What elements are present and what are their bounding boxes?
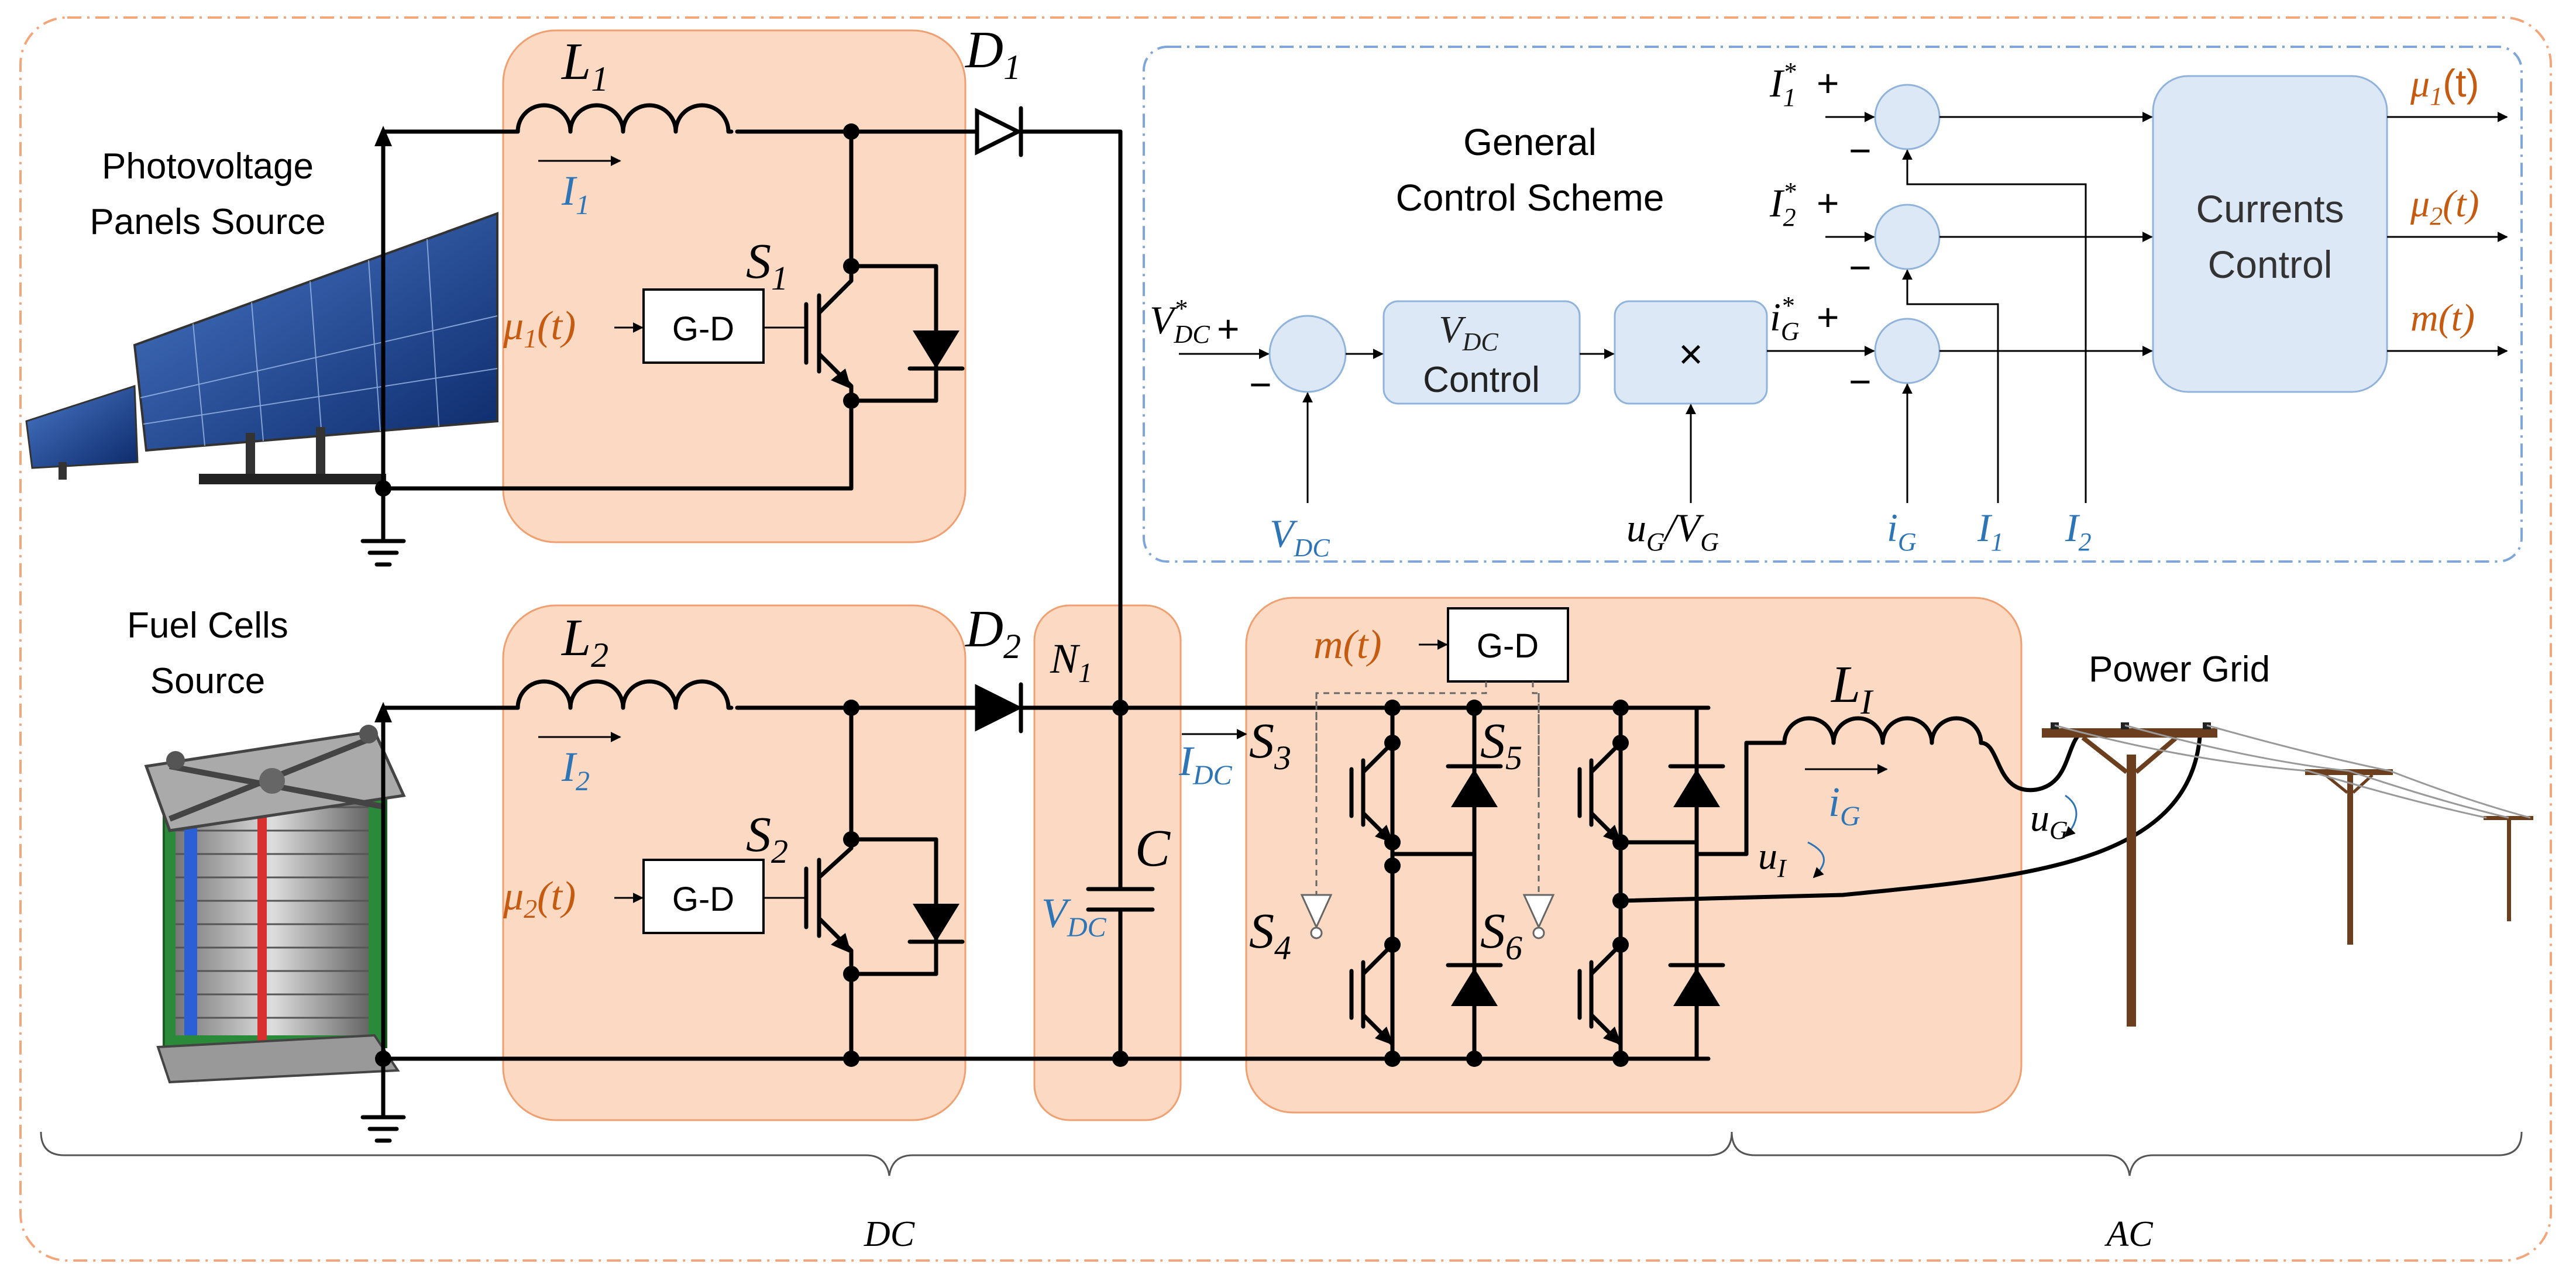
fb-VDC: VDC bbox=[1270, 511, 1330, 562]
fb-iG: iG bbox=[1887, 505, 1917, 556]
ref-I1-plus: + bbox=[1817, 61, 1839, 105]
ig-minus: − bbox=[1849, 360, 1872, 403]
fc-label-line2: Source bbox=[150, 661, 265, 701]
label-VDC: VDC bbox=[1041, 890, 1107, 943]
label-uI: uI bbox=[1758, 835, 1787, 883]
label-S3: S3 bbox=[1249, 712, 1291, 777]
label-S6: S6 bbox=[1480, 903, 1522, 967]
ref-I2-plus: + bbox=[1817, 181, 1839, 225]
inverter-box bbox=[1245, 597, 2023, 1114]
pv-circuit bbox=[360, 103, 1123, 710]
label-L1: L1 bbox=[560, 33, 608, 98]
dc-link-box bbox=[1033, 604, 1182, 1121]
label-iG: iG bbox=[1828, 779, 1860, 832]
boost-converter-1-box bbox=[502, 29, 967, 543]
gd1-label: G-D bbox=[672, 310, 734, 348]
label-C: C bbox=[1135, 819, 1171, 877]
ref-I2: I*2 bbox=[1769, 177, 1796, 232]
control-scheme-frame bbox=[1143, 46, 2523, 563]
power-grid-label: Power Grid bbox=[2089, 649, 2270, 690]
label-D1: D1 bbox=[964, 21, 1021, 87]
dc-region-label: DC bbox=[864, 1214, 915, 1254]
output-mu2: μ2(t) bbox=[2410, 182, 2479, 230]
ac-region-label: AC bbox=[2104, 1214, 2153, 1254]
label-mt: m(t) bbox=[1313, 622, 1382, 667]
sum-i2 bbox=[1874, 204, 1941, 270]
ref-VDC-plus: + bbox=[1217, 307, 1240, 350]
currents-control-line2: Control bbox=[2208, 243, 2333, 286]
label-uG: uG bbox=[2030, 797, 2068, 845]
vdc-minus: − bbox=[1249, 363, 1272, 406]
label-LI: LI bbox=[1830, 656, 1874, 721]
vdc-control-block bbox=[1382, 300, 1581, 405]
label-S4: S4 bbox=[1249, 903, 1291, 967]
label-mu1: μ1(t) bbox=[503, 304, 576, 353]
multiply-symbol: × bbox=[1679, 331, 1703, 378]
pv-label-line2: Panels Source bbox=[90, 202, 325, 242]
label-S2: S2 bbox=[746, 806, 788, 870]
label-S1: S1 bbox=[746, 233, 788, 297]
i2-minus: − bbox=[1849, 246, 1872, 289]
inverter-circuit bbox=[1300, 607, 2202, 1067]
control-title-line1: General bbox=[1463, 121, 1597, 163]
sum-ig bbox=[1874, 318, 1941, 384]
pv-label-line1: Photovoltage bbox=[102, 146, 314, 187]
fb-I2: I2 bbox=[2065, 505, 2092, 556]
vdc-control-label: Control bbox=[1423, 360, 1540, 400]
power-grid-poles bbox=[2042, 722, 2533, 1027]
currents-control-block bbox=[2152, 75, 2388, 393]
region-braces bbox=[40, 1131, 2523, 1176]
control-title-line2: Control Scheme bbox=[1396, 177, 1664, 219]
ref-iG: i*G bbox=[1770, 291, 1800, 346]
ref-I1: I*1 bbox=[1769, 57, 1796, 112]
label-I2: I2 bbox=[561, 743, 590, 797]
ref-VDC: V*DC bbox=[1150, 294, 1210, 349]
label-D2: D2 bbox=[964, 600, 1021, 666]
sum-vdc bbox=[1268, 315, 1347, 393]
sum-i1 bbox=[1874, 84, 1941, 150]
gd3-label: G-D bbox=[1477, 627, 1539, 665]
ref-iG-plus: + bbox=[1817, 295, 1839, 339]
currents-control-line1: Currents bbox=[2196, 187, 2344, 230]
multiplier-block bbox=[1614, 300, 1768, 405]
i1-minus: − bbox=[1849, 129, 1872, 172]
label-mu2: μ2(t) bbox=[503, 874, 576, 924]
control-scheme bbox=[1179, 75, 2508, 503]
label-IDC: IDC bbox=[1178, 738, 1233, 791]
solar-panel-image bbox=[25, 212, 498, 484]
fc-label-line1: Fuel Cells bbox=[127, 605, 288, 646]
vdc-control-symbol: VDC bbox=[1439, 308, 1498, 356]
label-S5: S5 bbox=[1480, 712, 1522, 777]
gd2-label: G-D bbox=[672, 880, 734, 918]
fb-I1: I1 bbox=[1977, 505, 2004, 556]
fuel-cell-image bbox=[144, 725, 406, 1084]
outer-frame bbox=[19, 16, 2552, 1262]
label-I1: I1 bbox=[561, 167, 590, 221]
fb-uG-VG: uG/VG bbox=[1626, 505, 1719, 556]
label-N1: N1 bbox=[1050, 635, 1092, 688]
output-m: m(t) bbox=[2410, 297, 2475, 339]
label-L2: L2 bbox=[560, 609, 608, 674]
output-mu1: μ1(t) bbox=[2410, 61, 2479, 111]
fc-circuit bbox=[360, 679, 1711, 1143]
